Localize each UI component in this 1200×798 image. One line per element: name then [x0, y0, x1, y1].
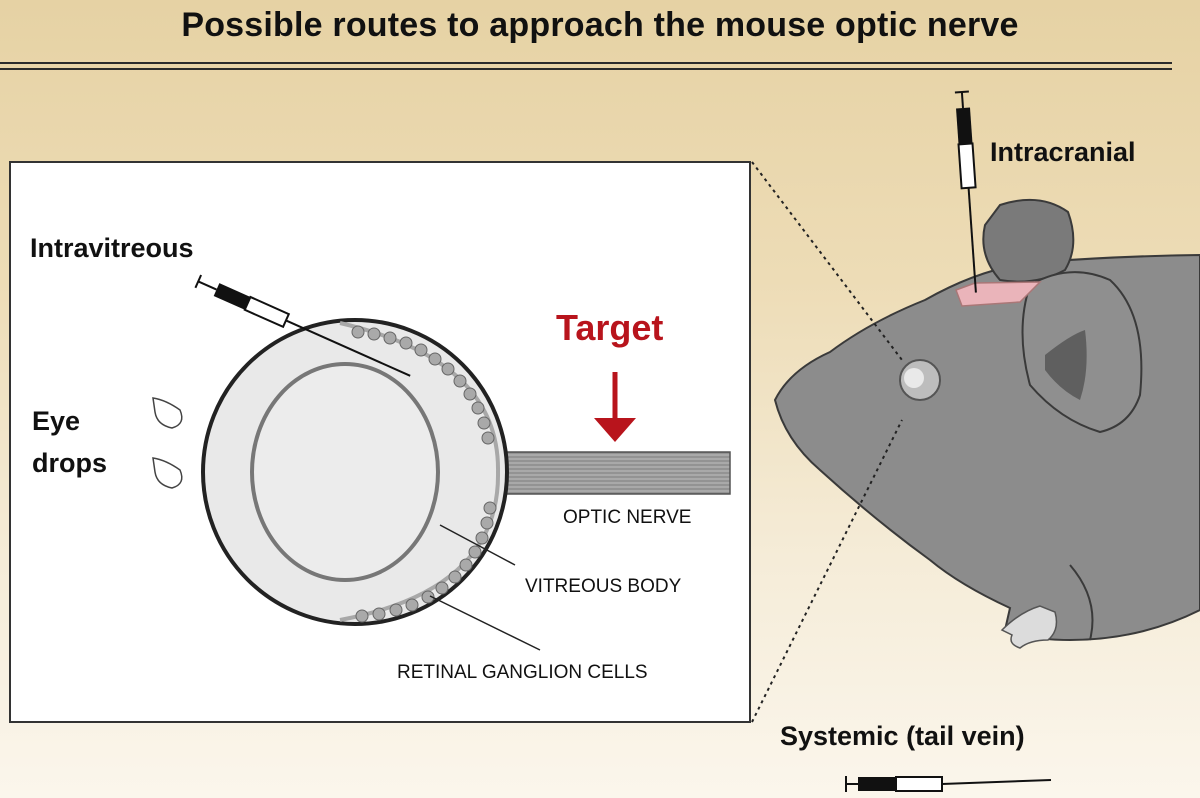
systemic-syringe-icon: [845, 776, 1052, 792]
retinal-ganglion-cells: [351, 325, 497, 623]
optic-nerve: [479, 451, 731, 495]
intravitreous-label: Intravitreous: [30, 233, 194, 263]
vitreous-leader-line: [439, 524, 516, 566]
injection-site: [955, 281, 1042, 307]
eye-drops-label: drops: [32, 448, 107, 478]
inset-connector-line: [751, 419, 903, 723]
title-divider: [0, 62, 1172, 64]
eye-drops-label: Eye: [32, 406, 80, 436]
vitreous-body-label: VITREOUS BODY: [525, 576, 682, 597]
target-arrow-icon: [594, 372, 636, 442]
figure-title: Possible routes to approach the mouse op…: [181, 6, 1019, 44]
mouse-eye-highlight: [904, 368, 924, 388]
eye-drop-icon: [152, 457, 183, 489]
mouse: [773, 198, 1200, 649]
rgc-label: RETINAL GANGLION CELLS: [397, 662, 648, 683]
rgc-leader-line: [429, 595, 541, 651]
intracranial-label: Intracranial: [990, 137, 1136, 167]
mouse-paw: [1000, 605, 1058, 649]
intravitreous-syringe-icon: [194, 274, 411, 377]
inset-connector-line: [751, 161, 903, 361]
title-divider: [0, 68, 1172, 70]
eye-drop-icon: [152, 397, 183, 429]
mouse-inner-ear: [1045, 330, 1087, 400]
mouse-back-ear: [982, 198, 1075, 283]
eye-cross-section: [201, 318, 731, 651]
target-label: Target: [556, 307, 663, 348]
intracranial-syringe-icon: [954, 90, 977, 293]
vitreous-body: [250, 362, 440, 582]
systemic-label: Systemic (tail vein): [780, 721, 1025, 751]
optic-nerve-label: OPTIC NERVE: [563, 507, 691, 528]
